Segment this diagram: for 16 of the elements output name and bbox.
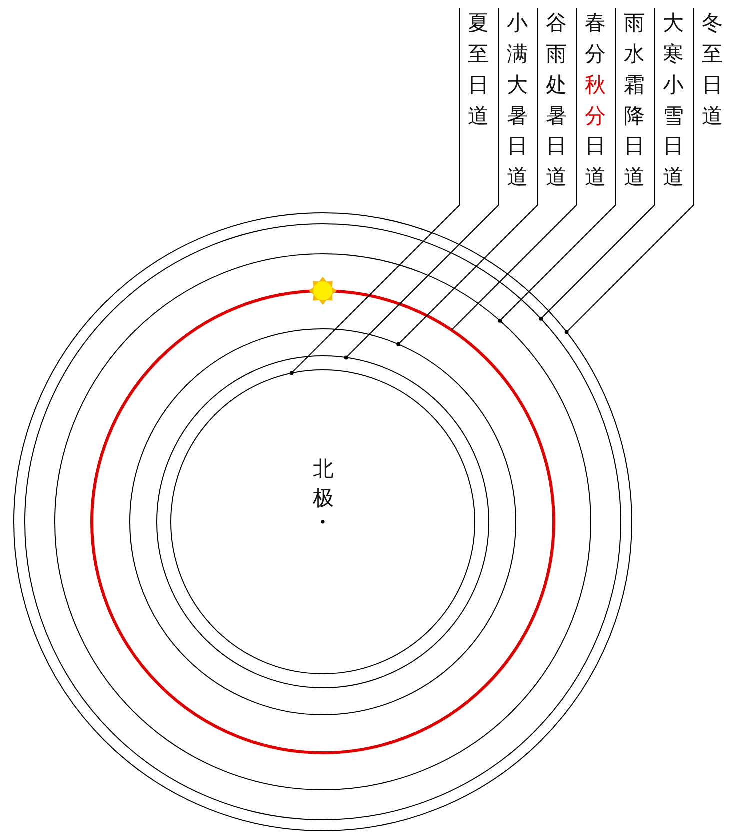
leader-line [498, 8, 616, 323]
ecliptic-circle [90, 290, 556, 754]
leader-line [396, 8, 538, 346]
vertical-label: 夏至日道 [468, 10, 489, 130]
vertical-label: 冬至日道 [702, 10, 723, 130]
vertical-label: 雨水霜降日道 [624, 10, 645, 192]
vertical-label: 大寒小雪日道 [663, 10, 684, 192]
pole-label: 北极 [313, 456, 334, 512]
leader-line [539, 8, 656, 321]
vertical-label: 小满大暑日道 [507, 10, 528, 192]
leader-line [564, 8, 694, 334]
leader-line [451, 8, 578, 331]
vertical-label: 春分 秋分 日道 [585, 10, 606, 192]
leader-line [290, 8, 460, 376]
leader-line [344, 8, 500, 360]
vertical-label: 谷雨处暑日道 [546, 10, 567, 192]
